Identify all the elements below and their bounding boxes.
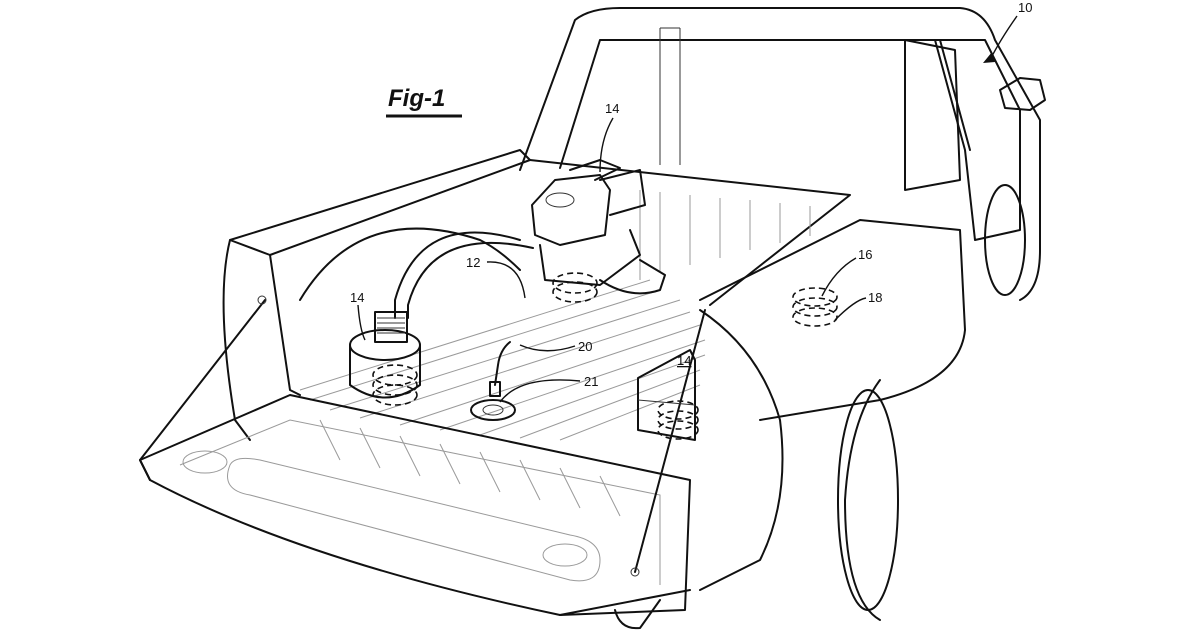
truck-cab bbox=[519, 7, 1046, 301]
label-21: 21 bbox=[584, 374, 598, 389]
figure-title: Fig-1 bbox=[386, 85, 462, 118]
hose bbox=[394, 231, 521, 319]
side-mirror bbox=[999, 77, 1046, 111]
reference-labels: 10 14 12 14 20 21 14 16 18 bbox=[350, 0, 1032, 403]
label-12: 12 bbox=[466, 255, 480, 270]
figure-title-text: Fig-1 bbox=[388, 85, 445, 112]
tailgate bbox=[139, 295, 706, 630]
left-unit bbox=[349, 311, 421, 406]
label-18: 18 bbox=[868, 290, 882, 305]
charging-connector bbox=[470, 341, 516, 421]
left-bed-rail bbox=[229, 149, 531, 256]
rear-wheel-arch bbox=[844, 379, 881, 621]
front-wheel bbox=[984, 184, 1026, 296]
tailgate-cable-left bbox=[139, 299, 266, 461]
exhaust-pipe bbox=[614, 599, 661, 630]
arrow-head-icon bbox=[983, 52, 995, 63]
label-16: 16 bbox=[858, 247, 872, 262]
base-pad bbox=[470, 399, 516, 421]
rear-window-side bbox=[904, 39, 961, 191]
wheel-well bbox=[299, 227, 521, 301]
label-10: 10 bbox=[1018, 0, 1032, 15]
label-14-box: 14 bbox=[677, 353, 691, 368]
bed-floor-ribs bbox=[299, 190, 811, 441]
tailgate-cable-right bbox=[634, 309, 706, 573]
engine-unit bbox=[394, 159, 666, 319]
label-14-left: 14 bbox=[350, 290, 364, 305]
label-20: 20 bbox=[578, 339, 592, 354]
tailgate-long-groove bbox=[227, 457, 601, 582]
side-door-window bbox=[934, 39, 1021, 241]
label-14-engine: 14 bbox=[605, 101, 619, 116]
side-unit bbox=[792, 287, 838, 327]
rear-wheel bbox=[837, 389, 899, 611]
box-unit bbox=[637, 349, 699, 441]
